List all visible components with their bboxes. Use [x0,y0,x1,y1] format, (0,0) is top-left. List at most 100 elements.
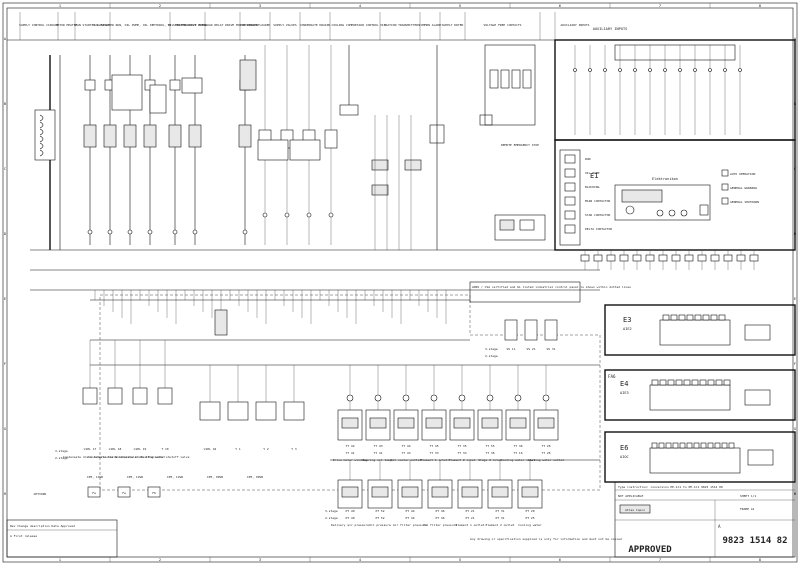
pressure-desc: Oil pressure [369,523,391,527]
controller-terminal [658,254,668,262]
stage-label: 2-stage [485,354,498,358]
controller-terminal [632,254,642,262]
temp-transmitter-head [453,417,471,429]
vib-transmitter-2 [371,184,389,196]
pressure-tag-alt: PT 21 [465,516,474,520]
temp-junction [542,394,550,402]
stage-label: 3-stage [485,347,498,351]
temp-junction [346,394,354,402]
temp-junction [514,394,522,402]
remote-stop-label: REMOTE EMERGENCY STOP [501,143,539,147]
pressure-tag: PT 31 [495,509,504,513]
column-number-top: 3 [259,4,261,8]
temp-transmitter-head [341,417,359,429]
aux-terminal [738,68,742,72]
column-number-top: 6 [559,4,561,8]
module-e6-terminal [686,442,693,449]
module-e3-frame [604,304,796,356]
company-name: Atlas Copco [625,508,645,512]
temp-tag: TT 44 [401,444,410,448]
controller-output-label: OIL PUMP [585,171,600,175]
pressure-tag: PT 46 [435,509,444,513]
section-title: FAN STARTER CUBICLE [75,23,110,27]
module-e3-terminal [718,314,726,321]
section-title: SUPPLY OVERLOAD RELAY DRIVE MOTOR CURREN… [185,23,259,27]
change-block [6,519,118,558]
pressure-tag: PT 20 [525,509,534,513]
aux-terminal [648,68,652,72]
relay-coil [168,124,182,148]
controller-terminal [606,254,616,262]
temp-transmitter-head [425,417,443,429]
column-number-bottom: 1 [59,558,61,562]
emergency-stop-group [494,214,546,241]
level-switch-tag: LSHL 19 [134,447,147,451]
controller-output-label: MAIN CONTACTOR [585,199,610,203]
drain-group [289,139,321,161]
module-e3-title: E3 [623,316,631,324]
temp-junction [430,394,438,402]
row-letter-left: D [4,232,6,236]
transformer-winding [39,135,44,143]
level-switch-tag: LSHL 18 [109,447,122,451]
temp-tag: TT 45 [429,444,438,448]
relay-coil [143,124,157,148]
row-letter-right: G [794,427,796,431]
pressure-tag: PT 52 [375,509,384,513]
row-letter-left: A [4,37,7,41]
aux-terminal [723,68,727,72]
controller-output-contact [564,182,576,192]
cpe-label: CPE, 90VR [207,475,223,479]
vibration-sensor-label: VS 11 [506,347,515,351]
vib-transmitter-1 [371,159,389,171]
row-letter-left: E [4,297,6,301]
module-e6-terminal [665,442,672,449]
module-e4-terminal [699,379,707,386]
key-1 [656,209,664,217]
temp-transmitter-head [369,417,387,429]
section-title: COMMON ALARM [419,23,441,27]
controller-terminal [593,254,603,262]
pressure-desc: Element 1 outlet [456,523,485,527]
relay-coil [83,124,97,148]
controller-terminal [710,254,720,262]
temp-tag-alt: TT 33 [429,451,438,455]
oil-pump-relay [149,84,167,114]
valve-actuator [255,401,277,421]
temp-tag-alt: TT 16 [513,451,522,455]
transformer-winding [39,114,44,122]
row-letter-left: G [4,427,6,431]
transformer-winding [39,121,44,129]
module-e4-frame [604,369,796,421]
pressure-transmitter-head [341,486,359,498]
pressure-tag-alt: PT 25 [525,516,534,520]
controller-right-label: GENERAL SHUTDOWN [730,200,759,204]
controller-right-label: GENERAL WARNING [730,186,757,190]
terminal [242,229,248,235]
temp-junction [402,394,410,402]
module-e4-connector [744,389,771,406]
module-e4-terminal [707,379,715,386]
vibration-sensor-label: VS 21 [526,347,535,351]
controller-title: E1 [590,172,598,180]
column-number-bottom: 3 [259,558,261,562]
level-switch-desc: Cooling water shutoff valve [141,455,190,459]
temp-transmitter-head [537,417,555,429]
controller-output-contact [564,154,576,164]
auxiliary-input-frame [554,39,796,141]
terminal [328,212,334,218]
transformer-winding [39,128,44,136]
module-e6-terminal [714,442,721,449]
voltage-free-contact [489,69,499,89]
controller-terminal [684,254,694,262]
module-e6-sub: AIOC [620,455,629,459]
module-e6-terminal [728,442,735,449]
section-title: VIBRATION TRANSMITTERS [380,23,420,27]
level-switch-tag: LSHL 17 [84,447,97,451]
controller-output-column [559,149,581,246]
vib-transmitter-3 [404,159,422,171]
module-e3-terminal [678,314,686,321]
status-output [721,197,729,205]
